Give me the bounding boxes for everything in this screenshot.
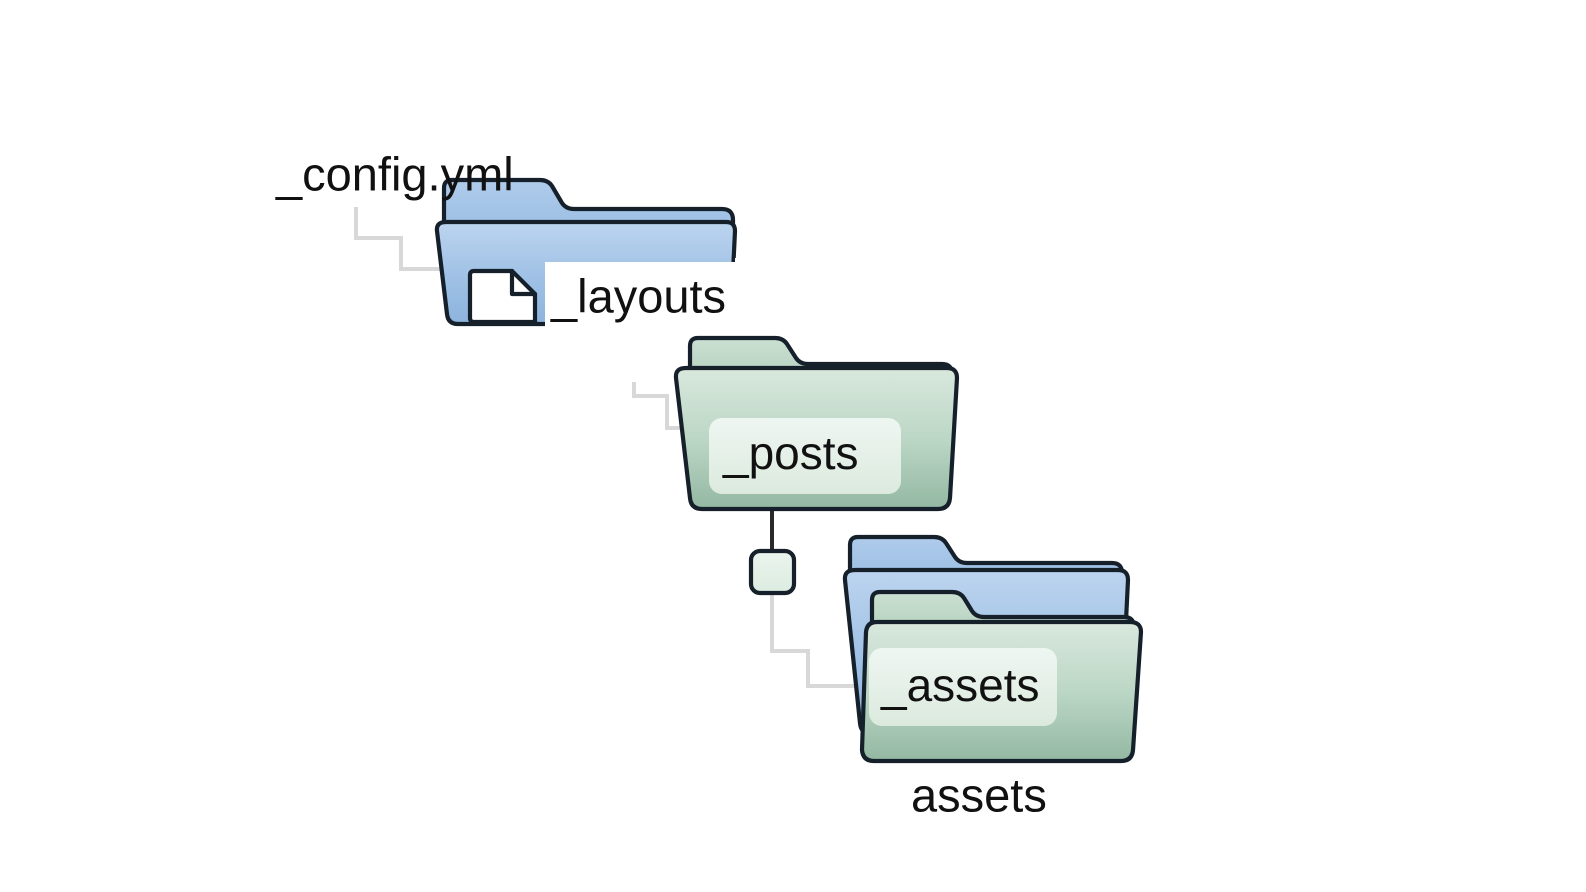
assets-inner-label: _assets bbox=[880, 659, 1040, 711]
node-assets[interactable]: _assets bbox=[842, 534, 1144, 764]
layouts-label: _layouts bbox=[550, 269, 726, 322]
node-posts[interactable]: _posts bbox=[673, 335, 960, 512]
rounded-square-icon bbox=[748, 548, 797, 596]
config-label: _config.yml bbox=[275, 147, 514, 200]
node-square[interactable] bbox=[748, 548, 797, 596]
document-fold-icon bbox=[509, 268, 538, 297]
edge-square-to-assets bbox=[770, 592, 872, 688]
node-config[interactable] bbox=[467, 268, 538, 325]
posts-label: _posts bbox=[722, 427, 859, 479]
assets-outer-label: assets bbox=[911, 768, 1047, 821]
document-icon bbox=[467, 268, 538, 325]
posts-label-plate bbox=[709, 418, 901, 494]
assets-label-plate bbox=[869, 648, 1057, 726]
